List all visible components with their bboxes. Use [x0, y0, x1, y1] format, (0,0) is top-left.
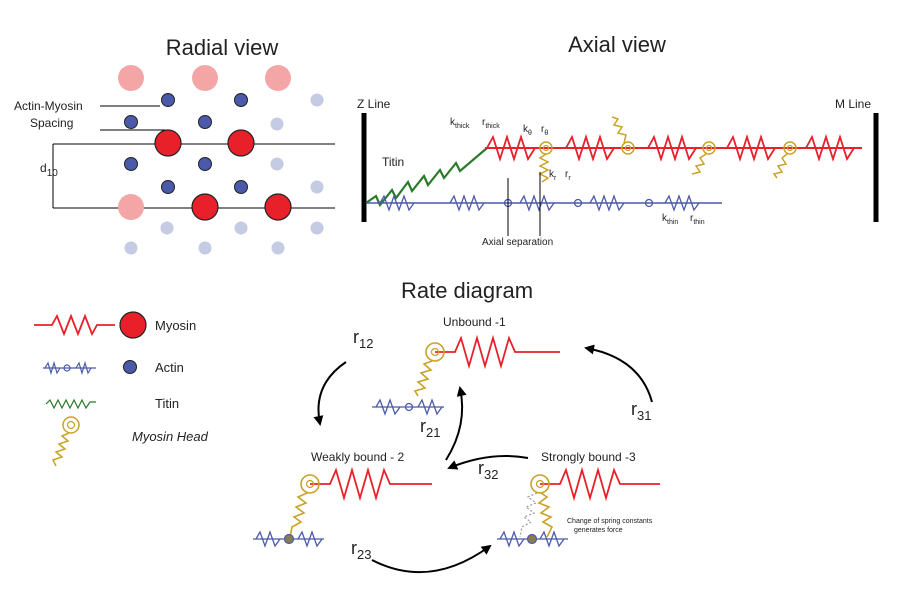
radial-view-title: Radial view: [166, 35, 279, 60]
z-line-label: Z Line: [357, 97, 391, 111]
arrow-r31: [584, 344, 653, 403]
thick-filament-spring: [726, 134, 776, 162]
binding-site: [573, 198, 583, 208]
arrow-r12: [313, 361, 347, 426]
crossbridge-head: [611, 116, 635, 155]
m-line-label: M Line: [835, 97, 871, 111]
state-strongly-bound-label: Strongly bound -3: [541, 450, 636, 464]
actin-filament-faded: [270, 157, 284, 171]
actin-filament: [161, 180, 175, 194]
myosin-filament: [264, 193, 292, 221]
rate-r12-label: r12: [353, 327, 373, 351]
legend-actin-circle: [123, 360, 137, 374]
r-r-label: rr: [565, 169, 571, 182]
thick-filament-spring: [647, 134, 697, 162]
legend-actin-spring: [43, 360, 96, 376]
actin-filament-faded: [198, 241, 212, 255]
actin-myosin-spacing-label: Actin-Myosin: [14, 99, 83, 113]
state3-myosin-head: [530, 474, 554, 538]
titin-label: Titin: [382, 155, 404, 169]
rate-r21-label: r21: [420, 416, 440, 440]
actin-filament-faded: [271, 241, 285, 255]
myosin-filament-faded: [118, 65, 144, 91]
actin-filament: [198, 115, 212, 129]
legend-myosin-head-icon: [51, 416, 80, 467]
k-r-label: kr: [549, 169, 557, 182]
thick-filament-spring: [805, 134, 855, 162]
legend-actin-label: Actin: [155, 360, 184, 375]
actin-filament: [234, 180, 248, 194]
force-note-line2: generates force: [574, 527, 623, 534]
actin-filament-faded: [160, 221, 174, 235]
rate-r31-label: r31: [631, 399, 651, 423]
thin-filament-spring: [589, 194, 625, 212]
state3-myosin-spring: [540, 466, 660, 502]
actin-filament-faded: [310, 93, 324, 107]
actin-filament-faded: [124, 241, 138, 255]
state1-myosin-head: [413, 342, 445, 397]
state2-myosin-head: [289, 474, 320, 538]
actin-filament: [198, 157, 212, 171]
d10-label: d10: [40, 161, 58, 179]
legend-titin-label: Titin: [155, 396, 179, 411]
state3-bound-site: [526, 533, 538, 545]
arrow-r23: [371, 544, 492, 574]
state-weakly-bound-label: Weakly bound - 2: [311, 450, 404, 464]
state1-myosin-spring: [435, 334, 560, 370]
actin-filament-faded: [270, 117, 284, 131]
thin-filament-spring: [519, 194, 555, 212]
thin-filament-spring: [449, 194, 485, 212]
actin-filament: [234, 93, 248, 107]
actin-filament: [124, 115, 138, 129]
myosin-filament-faded: [265, 65, 291, 91]
actin-filament: [161, 93, 175, 107]
rate-r32-label: r32: [478, 458, 498, 482]
legend-myosin-label: Myosin: [155, 318, 196, 333]
actin-myosin-spacing-label-2: Spacing: [30, 116, 73, 130]
myosin-filament: [227, 129, 255, 157]
axial-view-title: Axial view: [568, 32, 666, 57]
state3-myosin-head-previous: [519, 492, 538, 538]
thick-filament-spring: [565, 134, 615, 162]
r-thin-label: rthin: [690, 213, 705, 226]
thin-filament-spring: [664, 194, 700, 212]
k-thick-label: kthick: [450, 117, 470, 130]
actin-filament-faded: [310, 221, 324, 235]
legend-titin-spring: [45, 398, 96, 410]
binding-site: [644, 198, 654, 208]
crossbridge-head: [772, 141, 797, 179]
thick-filament-spring: [486, 134, 536, 162]
actin-filament-faded: [234, 221, 248, 235]
force-note-line1: Change of spring constants: [567, 518, 653, 525]
myosin-filament-faded: [192, 65, 218, 91]
rate-diagram-title: Rate diagram: [401, 278, 533, 303]
myosin-filament: [154, 129, 182, 157]
actin-filament-faded: [310, 180, 324, 194]
thin-filament-spring: [379, 194, 415, 212]
actin-filament: [124, 157, 138, 171]
crossbridge-head: [691, 141, 716, 175]
state2-bound-site: [283, 533, 295, 545]
r-theta-label: rθ: [541, 124, 548, 137]
myosin-filament-faded: [118, 194, 144, 220]
arrow-r32: [447, 454, 529, 470]
myosin-filament: [191, 193, 219, 221]
legend-myosin-head-label: Myosin Head: [132, 429, 209, 444]
arrow-r21: [445, 386, 467, 461]
legend-myosin-spring: [34, 313, 115, 337]
crossbridge-head: [538, 141, 553, 183]
k-thin-label: kthin: [662, 213, 678, 226]
state2-myosin-spring: [310, 466, 432, 502]
axial-separation-label: Axial separation: [482, 237, 553, 248]
state1-actin-spring: [372, 398, 444, 416]
legend-myosin-circle: [119, 311, 147, 339]
k-theta-label: kθ: [523, 124, 532, 137]
r-thick-label: rthick: [482, 117, 500, 130]
rate-r23-label: r23: [351, 538, 371, 562]
state-unbound-label: Unbound -1: [443, 315, 506, 329]
